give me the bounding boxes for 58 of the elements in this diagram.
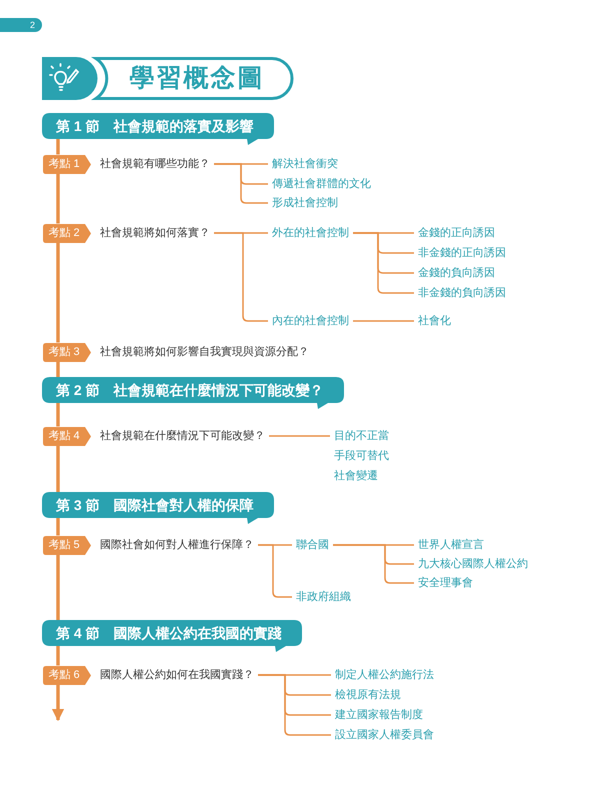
answer-text: 金錢的正向誘因 [418, 226, 495, 240]
question-text: 社會規範在什麼情況下可能改變？ [100, 429, 265, 443]
answer-text: 形成社會控制 [272, 196, 338, 210]
answer-text: 內在的社會控制 [272, 314, 349, 328]
timeline-line [56, 139, 60, 154]
title-text: 學習概念圖 [128, 64, 266, 93]
answer-text: 制定人權公約施行法 [335, 668, 434, 682]
connector-line [214, 163, 268, 204]
answer-text: 非金錢的負向誘因 [418, 286, 506, 300]
exam-point-badge: 考點 5 [43, 536, 91, 554]
connector-line [258, 544, 292, 598]
timeline-line [56, 174, 60, 224]
answer-text: 社會化 [418, 314, 451, 328]
timeline-line [56, 646, 60, 666]
exam-point-badge: 考點 6 [43, 666, 91, 684]
question-text: 社會規範有哪些功能？ [100, 157, 210, 171]
section-banner: 第 1 節 社會規範的落實及影響 [42, 113, 274, 145]
page-number: 2 [0, 18, 42, 32]
section-banner: 第 2 節 社會規範在什麼情況下可能改變？ [42, 377, 344, 409]
answer-text: 解決社會衝突 [272, 157, 338, 171]
answer-text: 聯合國 [296, 538, 329, 552]
answer-text: 非金錢的正向誘因 [418, 246, 506, 260]
answer-text: 世界人權宣言 [418, 538, 484, 552]
answer-text: 九大核心國際人權公約 [418, 557, 528, 571]
timeline-line [56, 554, 60, 620]
connector-line [333, 544, 414, 584]
answer-text: 目的不正當 [334, 429, 389, 444]
exam-point-badge: 考點 1 [43, 154, 91, 174]
timeline-arrow [52, 684, 64, 722]
connector-line [269, 435, 330, 437]
exam-point-badge: 考點 4 [43, 426, 91, 446]
answer-text: 安全理事會 [418, 576, 473, 590]
question-text: 社會規範將如何影響自我實現與資源分配？ [100, 345, 309, 359]
answer-text: 外在的社會控制 [272, 226, 349, 240]
section-banner: 第 4 節 國際人權公約在我國的實踐 [42, 620, 302, 652]
timeline-line [56, 403, 60, 426]
answer-text: 金錢的負向誘因 [418, 266, 495, 280]
connector-line [214, 232, 268, 322]
exam-point-badge: 考點 2 [43, 224, 91, 242]
answer-text: 建立國家報告制度 [335, 708, 423, 722]
answer-text: 設立國家人權委員會 [335, 728, 434, 742]
answer-text: 社會變遷 [334, 469, 379, 484]
question-text: 國際社會如何對人權進行保障？ [100, 538, 254, 552]
connector-line [353, 320, 414, 322]
exam-point-badge: 考點 3 [43, 342, 91, 362]
timeline-line [56, 242, 60, 342]
answer-text: 非政府組織 [296, 590, 351, 604]
connector-line [258, 674, 331, 736]
answer-text: 檢視原有法規 [335, 688, 401, 702]
timeline-line [56, 518, 60, 536]
connector-line [353, 232, 414, 294]
timeline-line [56, 446, 60, 492]
timeline-line [56, 362, 60, 377]
question-text: 社會規範將如何落實？ [100, 226, 210, 240]
answer-text: 手段可替代 [334, 449, 389, 464]
answer-text: 傳遞社會群體的文化 [272, 177, 371, 191]
section-banner: 第 3 節 國際社會對人權的保障 [42, 492, 274, 524]
question-text: 國際人權公約如何在我國實踐？ [100, 668, 254, 682]
